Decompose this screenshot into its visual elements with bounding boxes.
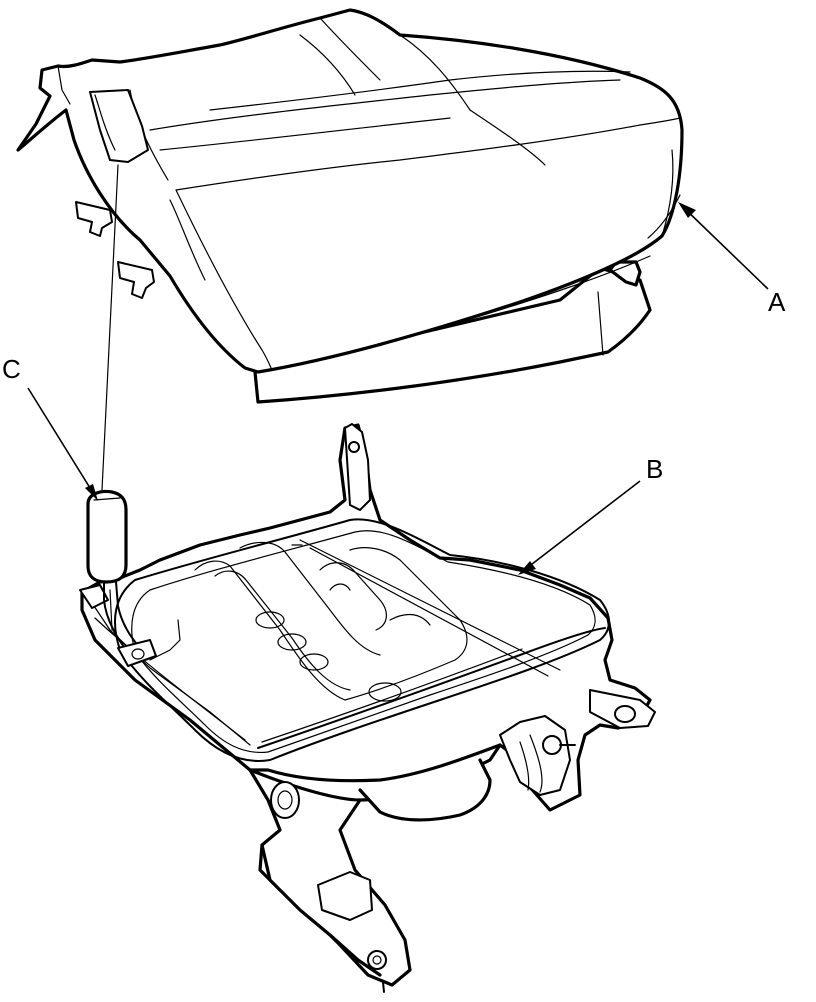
label-c: C: [2, 354, 21, 384]
seat-belt-buckle: [86, 489, 157, 667]
leader-a: [678, 202, 769, 290]
seat-cushion: [16, 8, 684, 404]
leader-b: [518, 480, 641, 575]
cushion-clip-left-2: [117, 261, 155, 299]
label-b: B: [646, 454, 663, 484]
buckle-body: [86, 489, 128, 584]
guide-line: [101, 164, 119, 491]
label-a: A: [768, 287, 786, 317]
cushion-strap-left: [89, 89, 149, 163]
cushion-skirt: [253, 266, 652, 404]
cushion-clip-left-1: [75, 201, 113, 237]
seat-frame: [79, 423, 656, 993]
cushion-body: [16, 8, 684, 374]
leader-c: [27, 387, 98, 501]
